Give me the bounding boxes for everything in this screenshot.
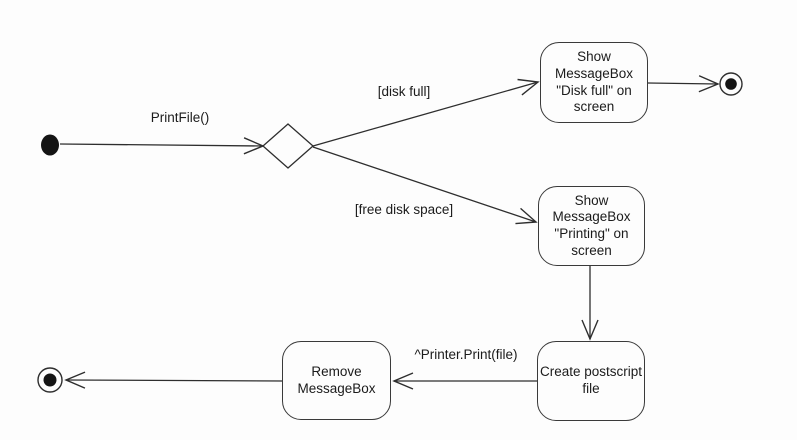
- edge-label-disk-full-guard: [disk full]: [377, 84, 431, 99]
- initial-node: [41, 134, 59, 156]
- activity-show-messagebox-printing: Show MessageBox "Printing" on screen: [538, 186, 645, 266]
- activity-show-messagebox-disk-full: Show MessageBox "Disk full" on screen: [540, 42, 648, 123]
- edge-label-printer-print: ^Printer.Print(file): [414, 347, 518, 362]
- activity-create-postscript-file: Create postscript file: [537, 341, 645, 421]
- edge-disk-full: [312, 78, 540, 147]
- decision-diamond: [262, 123, 314, 169]
- final-node-bottom-inner: [43, 373, 57, 387]
- final-node-top-inner: [725, 78, 737, 90]
- edge-to-final-top: [647, 75, 720, 93]
- edge-to-final-bottom: [64, 371, 284, 389]
- edge-label-printfile: PrintFile(): [150, 110, 210, 125]
- edge-free-disk-space: [312, 146, 538, 225]
- activity-remove-messagebox: Remove MessageBox: [282, 341, 391, 420]
- edge-printfile: [59, 137, 265, 155]
- edge-label-free-disk-space-guard: [free disk space]: [354, 202, 454, 217]
